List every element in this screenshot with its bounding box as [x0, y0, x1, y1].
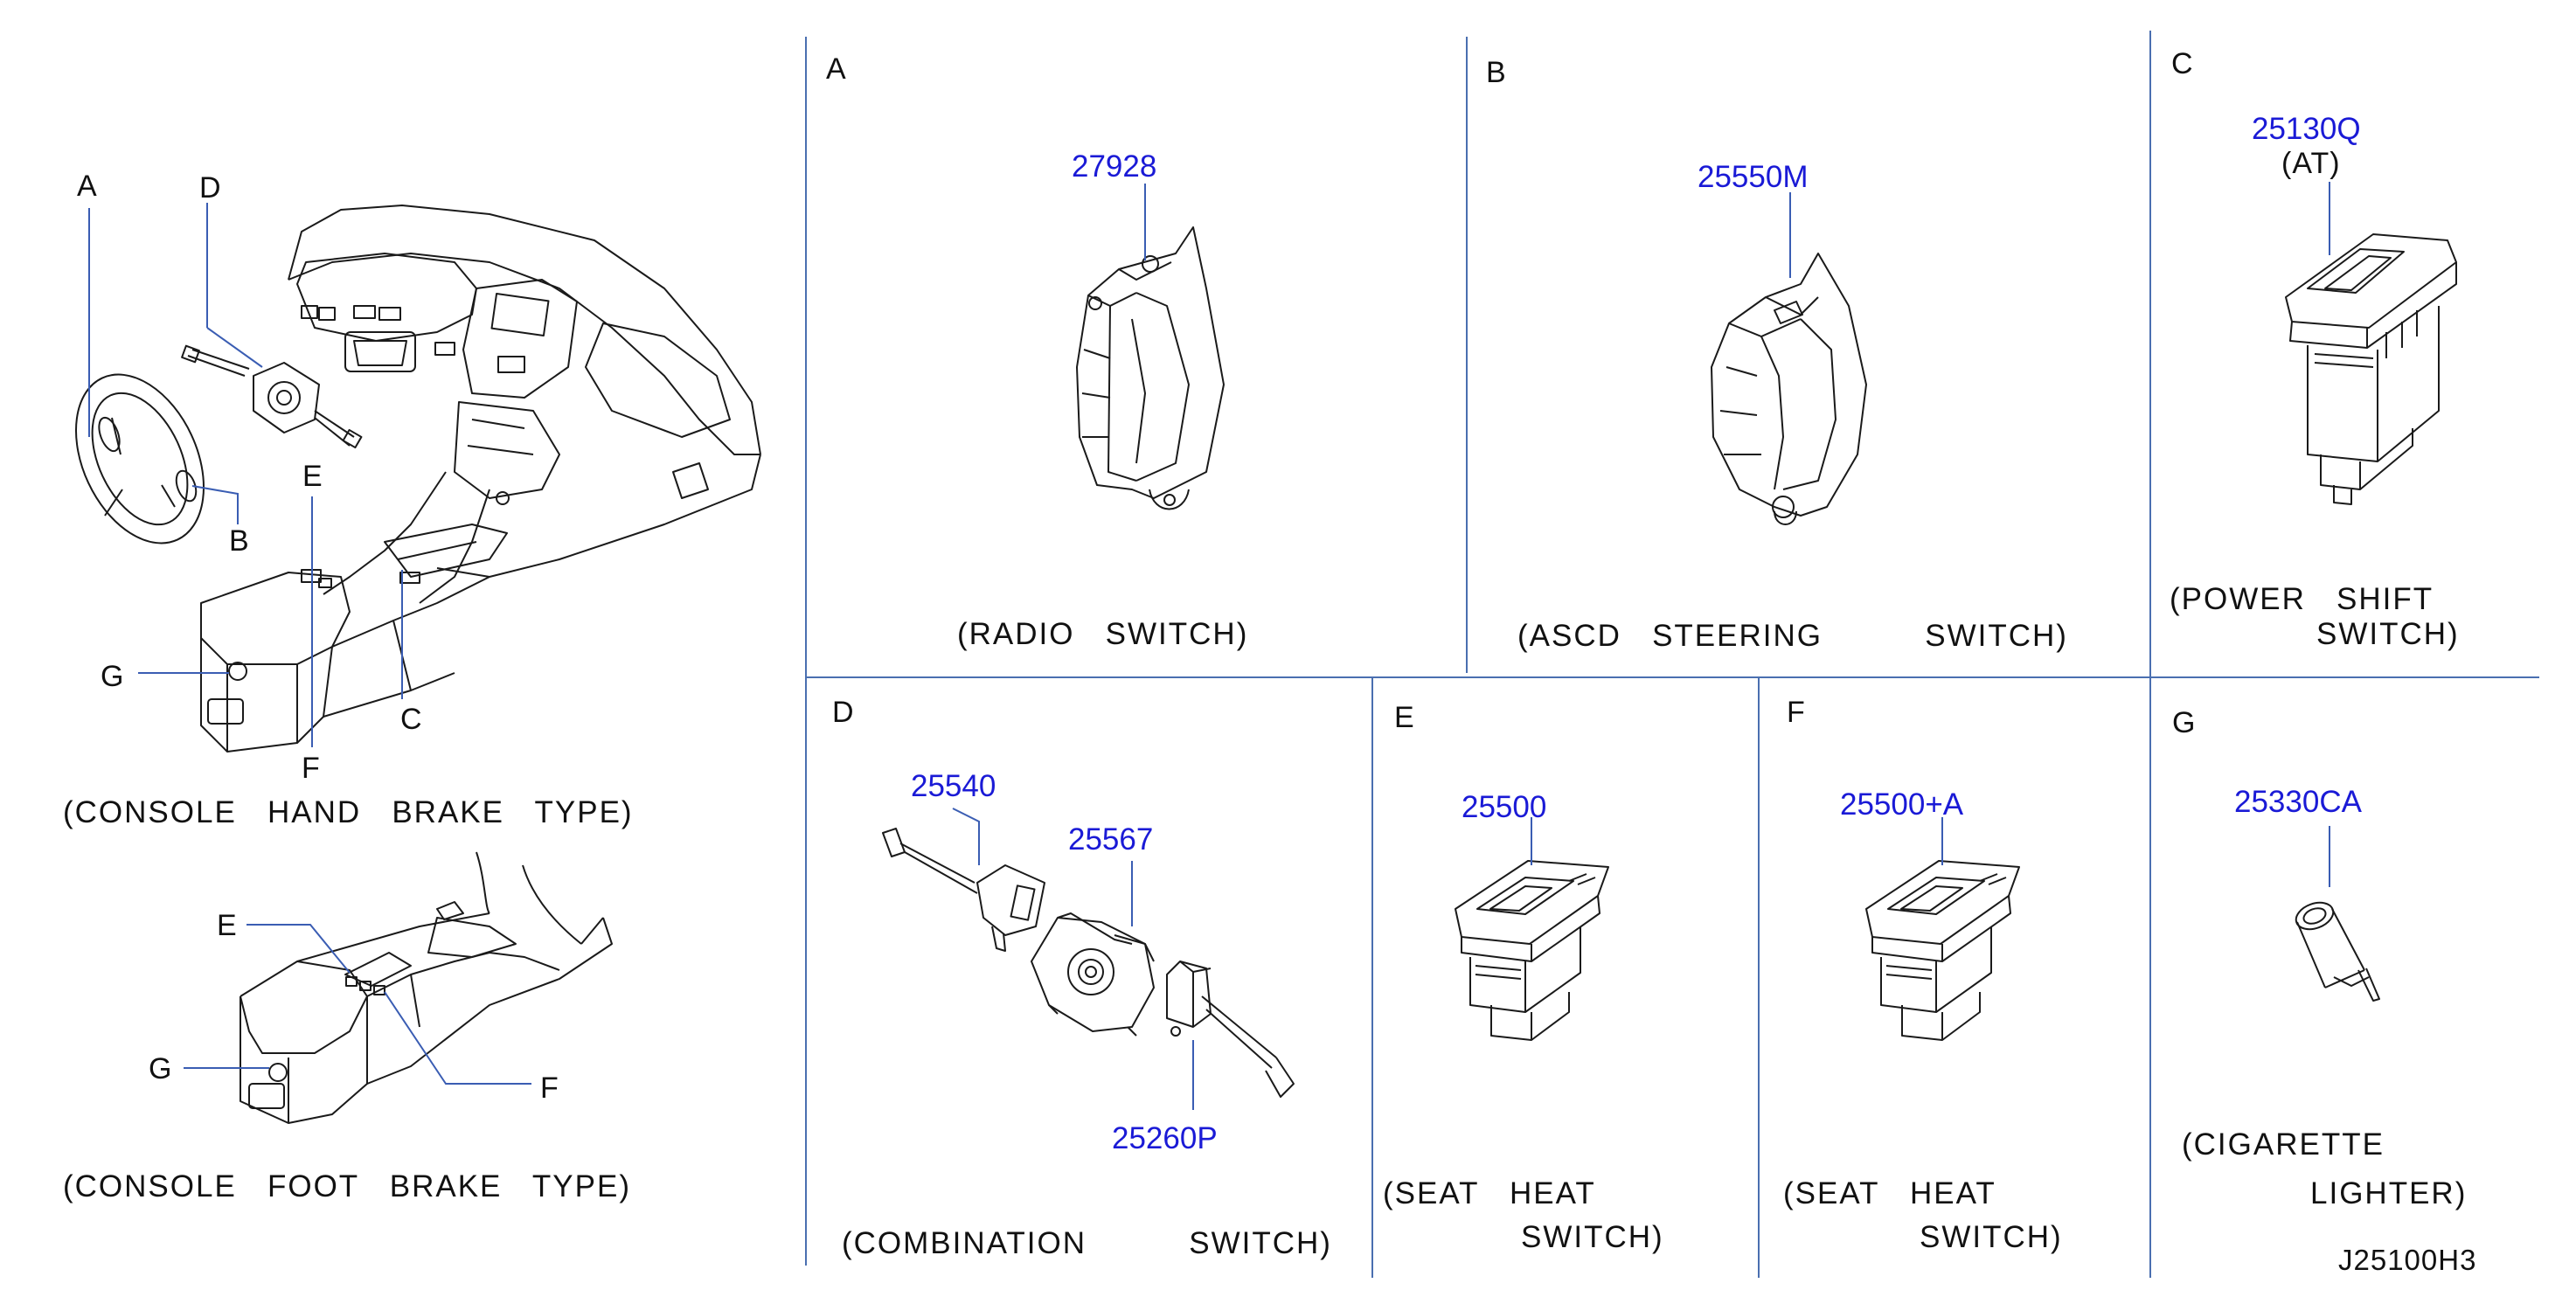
panel-e-letter: E [1394, 701, 1414, 734]
panel-a-letter: A [826, 52, 846, 86]
overview-leaders [88, 203, 403, 747]
power-shift-switch-drawing [2285, 233, 2457, 505]
panel-e-caption-line1: (SEAT HEAT [1383, 1176, 1596, 1210]
part-number-25260p[interactable]: 25260P [1112, 1121, 1218, 1155]
panel-f-letter: F [1787, 696, 1805, 729]
panel-g-caption-line1: (CIGARETTE [2182, 1127, 2385, 1162]
foot-letter-e: E [217, 909, 237, 942]
panel-f-caption-line2: SWITCH) [1920, 1220, 2063, 1254]
panel-g-caption-line2: LIGHTER) [2310, 1176, 2468, 1210]
overview-letter-a: A [77, 170, 97, 203]
part-number-27928[interactable]: 27928 [1072, 149, 1157, 184]
panel-c-letter: C [2171, 47, 2193, 80]
part-number-25540[interactable]: 25540 [911, 769, 996, 803]
foot-brake-leaders [184, 924, 531, 1085]
dashboard-overview-icon [75, 205, 761, 753]
panel-c-note: (AT) [2281, 147, 2341, 180]
caption-console-foot-brake: (CONSOLE FOOT BRAKE TYPE) [63, 1169, 631, 1203]
overview-letter-b: B [229, 524, 249, 558]
diagram-code: J25100H3 [2338, 1244, 2477, 1276]
cigarette-lighter-drawing [2295, 901, 2380, 1002]
radio-switch-drawing [1076, 226, 1225, 510]
part-number-25330ca[interactable]: 25330CA [2234, 785, 2362, 819]
foot-letter-f: F [540, 1072, 559, 1105]
overview-letter-e: E [302, 460, 323, 493]
panel-dividers [805, 31, 2539, 1278]
foot-letter-g: G [149, 1052, 172, 1085]
overview-letter-f: F [302, 752, 320, 785]
console-foot-brake-icon [240, 851, 613, 1124]
part-number-25567[interactable]: 25567 [1068, 822, 1154, 857]
panel-f-caption-line1: (SEAT HEAT [1783, 1176, 1996, 1210]
panel-c-caption-line2: SWITCH) [2316, 617, 2460, 651]
panel-g-letter: G [2172, 706, 2196, 739]
combination-leaders [952, 808, 1194, 1110]
part-number-25550m[interactable]: 25550M [1698, 160, 1809, 194]
seat-heat-switch-drawing-e [1455, 860, 1609, 1041]
overview-letter-c: C [400, 703, 422, 736]
caption-console-hand-brake: (CONSOLE HAND BRAKE TYPE) [63, 795, 634, 829]
seat-heat-switch-drawing-f [1865, 860, 2020, 1041]
panel-b-caption: (ASCD STEERING SWITCH) [1517, 619, 2068, 653]
overview-letter-d: D [199, 171, 221, 205]
combination-switch-drawing [882, 828, 1295, 1098]
panel-c-caption-line1: (POWER SHIFT [2170, 582, 2434, 616]
overview-letter-g: G [101, 660, 124, 693]
panel-a-caption: (RADIO SWITCH) [957, 617, 1249, 651]
ascd-steering-switch-drawing [1711, 253, 1867, 525]
panel-b-letter: B [1486, 56, 1506, 89]
part-number-25130q[interactable]: 25130Q [2252, 112, 2361, 146]
part-number-25500[interactable]: 25500 [1462, 790, 1547, 824]
panel-e-caption-line2: SWITCH) [1521, 1220, 1664, 1254]
part-number-25500a[interactable]: 25500+A [1840, 787, 1964, 822]
panel-d-letter: D [832, 696, 854, 729]
panel-d-caption: (COMBINATION SWITCH) [842, 1226, 1332, 1260]
